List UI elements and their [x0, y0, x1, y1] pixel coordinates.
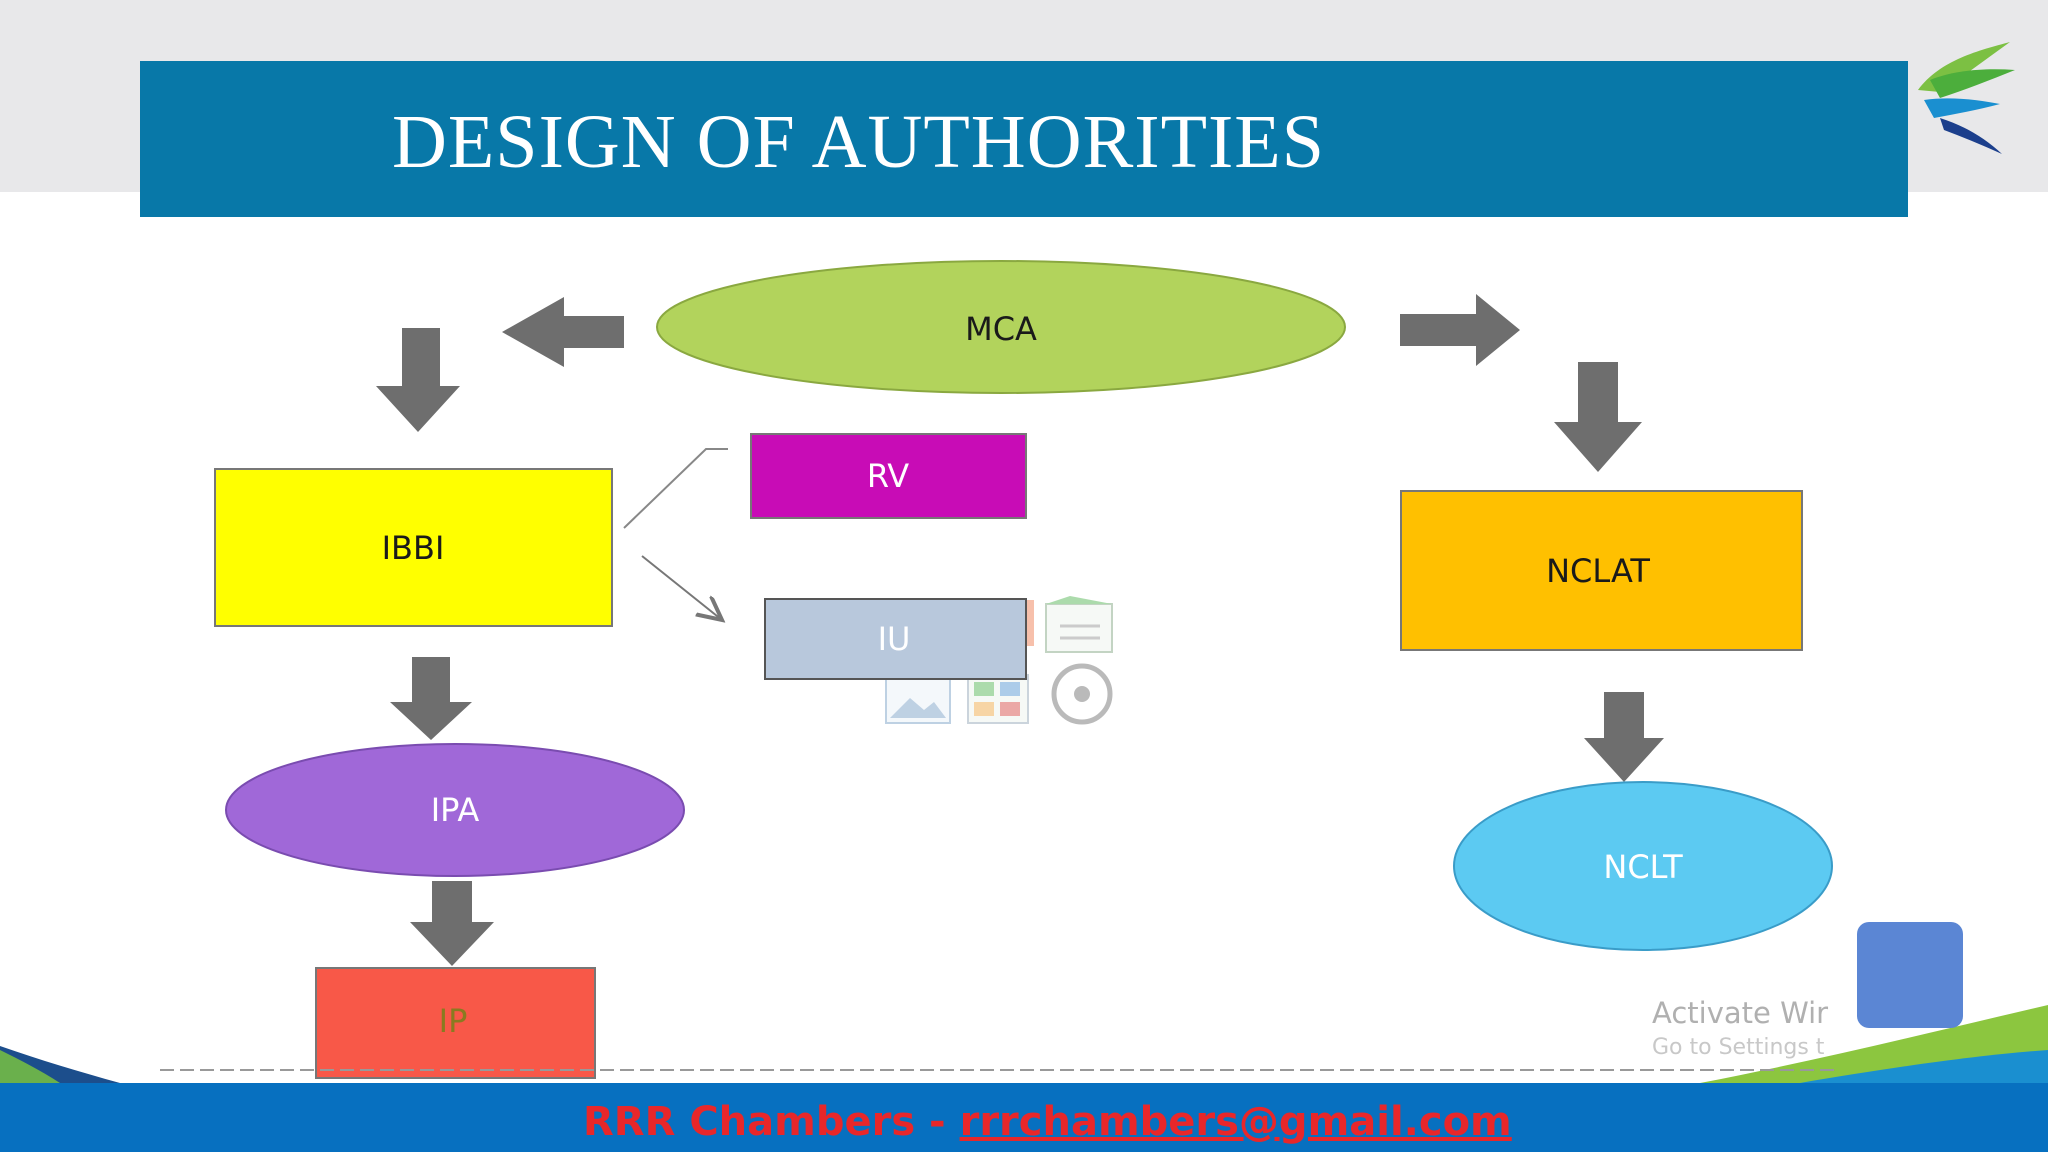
arrow-down-ipa [390, 657, 472, 740]
nclat-label: NCLAT [1546, 552, 1650, 590]
right-swoosh-blue [1800, 1050, 2048, 1083]
ibbi-node [214, 468, 613, 627]
footer-email-link[interactable]: rrrchambers@gmail.com [959, 1099, 1512, 1145]
connector-ibbi-rv [623, 448, 728, 529]
arrow-down-ip [410, 881, 494, 966]
iu-node [764, 598, 1027, 680]
activation-watermark-line2: Go to Settings t [1652, 1035, 1825, 1060]
left-swoosh-green [0, 1050, 60, 1083]
footer-contact: RRR Chambers - rrrchambers@gmail.com [583, 1098, 1512, 1146]
nclt-node [1453, 781, 1833, 951]
ip-node [315, 967, 596, 1079]
insert-media-icon [885, 596, 1113, 725]
arrow-left-mca [502, 297, 624, 367]
ibbi-label: IBBI [381, 529, 445, 567]
iu-label: IU [877, 620, 911, 658]
mca-node [656, 260, 1346, 394]
nclat-node [1400, 490, 1803, 651]
slide-title: DESIGN OF AUTHORITIES [392, 100, 1325, 184]
ipa-label: IPA [430, 791, 480, 829]
footer-name: RRR Chambers - [583, 1099, 960, 1145]
rv-node [750, 433, 1027, 519]
activation-watermark-line1: Activate Wir [1652, 996, 1829, 1030]
bird-logo-icon [1918, 42, 2015, 154]
title-bar [140, 61, 1908, 217]
rv-label: RV [866, 457, 910, 495]
mca-label: MCA [965, 310, 1037, 348]
arrow-right-mca [1400, 294, 1520, 366]
arrow-down-ibbi [376, 328, 460, 432]
floating-widget-button[interactable] [1857, 922, 1963, 1028]
footer-bar [0, 1083, 2048, 1152]
arrow-down-nclt [1584, 692, 1664, 782]
ip-label: IP [438, 1002, 468, 1040]
ipa-node [225, 743, 685, 877]
nclt-label: NCLT [1603, 848, 1683, 886]
arrow-down-nclat [1554, 362, 1642, 472]
connector-ibbi-iu [641, 555, 722, 620]
